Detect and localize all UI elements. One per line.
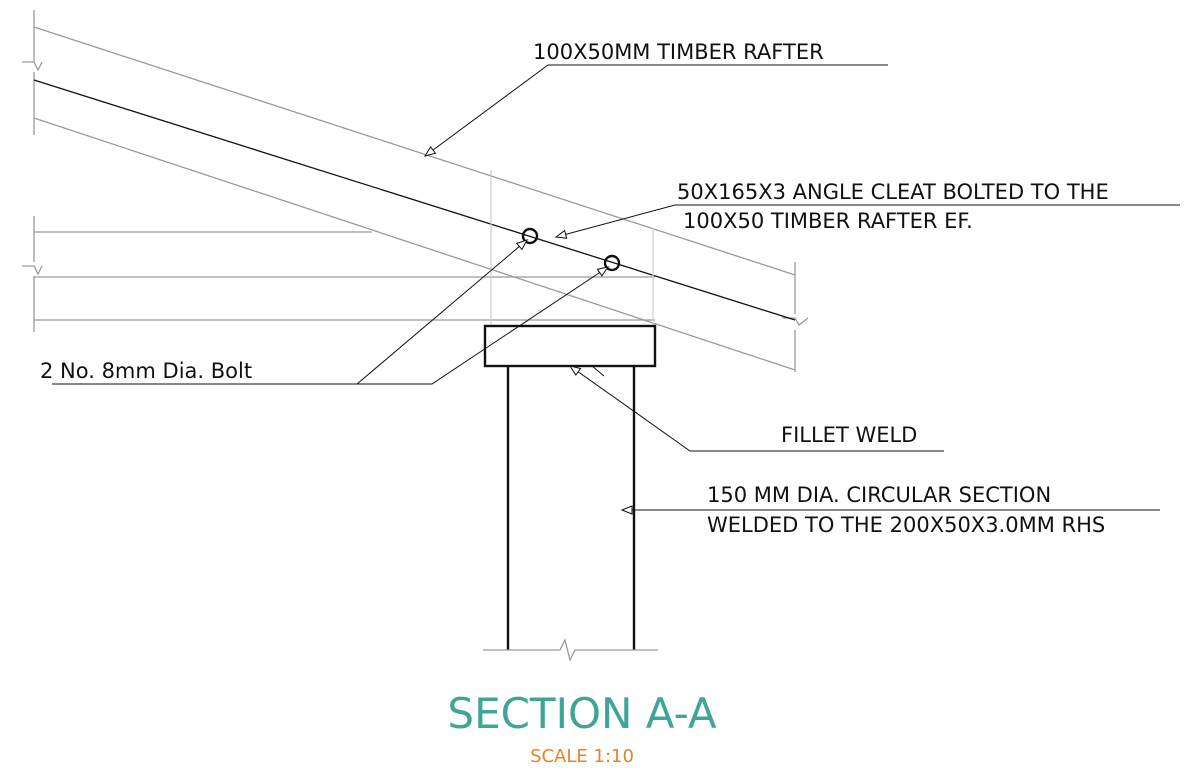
rafter-leader (423, 64, 888, 157)
angle-cleat (33, 79, 796, 321)
column-label-line1: 150 MM DIA. CIRCULAR SECTION (707, 483, 1052, 507)
bolt-leader-2 (357, 266, 610, 385)
section-title: SECTION A-A (447, 689, 717, 738)
fillet-weld-leader (568, 365, 944, 452)
rafter-label: 100X50MM TIMBER RAFTER (533, 40, 824, 64)
cleat-label-line1: 50X165X3 ANGLE CLEAT BOLTED TO THE (677, 180, 1109, 204)
cleat-label-line2: 100X50 TIMBER RAFTER EF. (683, 209, 973, 233)
fillet-weld-tick (591, 365, 605, 377)
timber-rafter (22, 10, 809, 372)
bolts-label: 2 No. 8mm Dia. Bolt (40, 359, 253, 383)
scale-label: SCALE 1:10 (530, 746, 634, 767)
column-label-line2: WELDED TO THE 200X50X3.0MM RHS (707, 513, 1106, 537)
column-break-line (483, 638, 658, 662)
circular-column (506, 366, 636, 650)
fillet-weld-label: FILLET WELD (781, 423, 918, 447)
bolt-2 (603, 254, 621, 272)
rhs-beam (22, 170, 655, 332)
cleat-leader (554, 204, 1180, 239)
bolt-1 (521, 227, 539, 245)
